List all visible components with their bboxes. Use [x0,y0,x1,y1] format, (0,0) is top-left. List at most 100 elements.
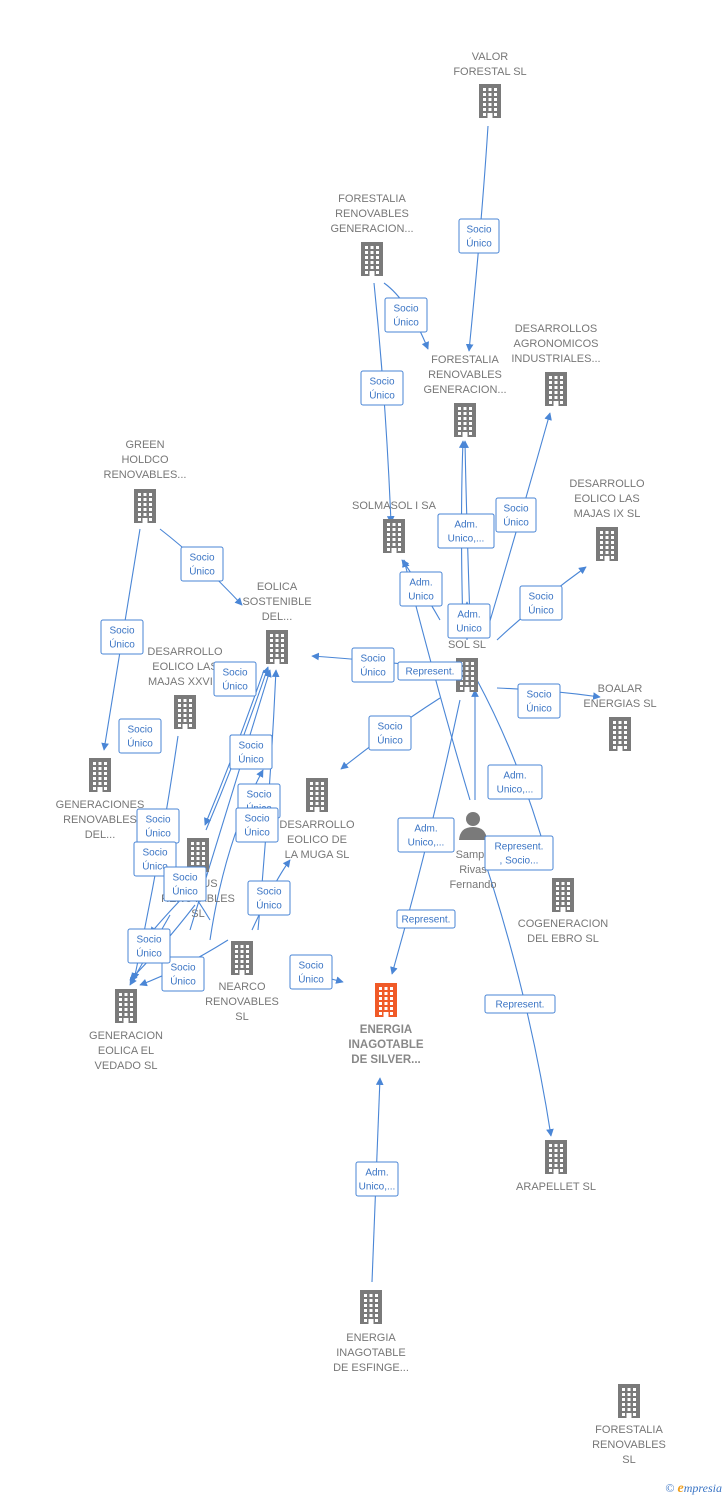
node-label: RENOVABLES [63,814,137,826]
node-label: VEDADO SL [95,1060,158,1072]
node-green[interactable]: GREENHOLDCORENOVABLES... [104,439,187,523]
edge-label-text: Socio [466,225,491,236]
edge-label-box [484,994,556,1014]
edge-label-text: Represent. [495,842,544,853]
edge-label-text: Unico [456,624,482,635]
node-label: EOLICA [257,581,298,593]
edge-label-text: Único [238,753,264,766]
building-icon [89,758,111,792]
edge-label-box [437,513,495,549]
edge-label-text: Adm. [414,824,437,835]
node-solmasol[interactable]: SOLMASOL I SA [352,500,437,553]
edge-label-text: Socio [222,668,247,679]
edge-label[interactable]: Represent. [397,661,463,681]
edge-label-text: Único [256,899,282,912]
edge-label-text: Adm. [457,610,480,621]
edge-label[interactable]: Represent. [484,994,556,1014]
edge-label-text: Socio [298,961,323,972]
node-label: DESARROLLOS [515,323,598,335]
edge-label-text: Único [142,860,168,873]
brand-initial: e [677,1481,684,1496]
edge-label-text: Socio [170,963,195,974]
node-label: Sampe [456,849,491,861]
edge-label[interactable]: Represent. [396,909,456,929]
edge-label[interactable]: Adm. Unico,... [397,817,455,853]
empresia-footer[interactable]: © empresia [665,1481,722,1497]
edge-label-text: Socio [172,873,197,884]
edge-label[interactable]: Adm.Unico,... [355,1161,399,1197]
edge-label[interactable]: Adm.Unico,... [437,513,495,549]
edge-label[interactable]: Adm. Unico [447,603,491,639]
edge-label-box [213,661,257,697]
edge-label-text: Adm. [454,520,477,531]
building-icon [545,372,567,406]
edge-label[interactable]: Adm.Unico,... [487,764,543,800]
node-agronomicos[interactable]: DESARROLLOSAGRONOMICOSINDUSTRIALES... [511,323,601,406]
node-eolicasost[interactable]: EOLICASOSTENIBLEDEL... [242,581,312,664]
building-icon [454,403,476,437]
node-generaciones[interactable]: GENERACIONESRENOVABLESDEL... [56,758,145,841]
node-label: RENOVABLES [428,369,502,381]
building-icon [360,1290,382,1324]
edge-label-box [484,835,554,871]
node-label: EOLICO DE [287,834,347,846]
node-label: GENERACION [89,1030,163,1042]
node-label: DE ESFINGE... [333,1362,409,1374]
node-forestalia2[interactable]: FORESTALIARENOVABLESGENERACION... [423,354,507,437]
edge-label-box [180,546,224,582]
node-label: ENERGIA [346,1332,396,1344]
edge-label-text: Único [244,826,270,839]
edge-label-box [384,297,428,333]
node-label: SOLMASOL I SA [352,500,437,512]
node-label: DESARROLLO [569,478,645,490]
node-label: DEL EBRO SL [527,933,599,945]
node-label: NEARCO [218,981,266,993]
edge-label-text: Único [377,734,403,747]
node-arapellet[interactable]: ARAPELLET SL [516,1140,596,1193]
edge-label-text: Socio [246,790,271,801]
edge-label-text: Unico,... [408,838,445,849]
edge-label-box [118,718,162,754]
edge-label-text: Unico [408,592,434,603]
node-forestalia1[interactable]: FORESTALIARENOVABLESGENERACION... [330,193,414,276]
building-icon [479,84,501,118]
edge-label-box [163,866,207,902]
edge-label[interactable]: Adm.Unico [399,571,443,607]
edge-label[interactable]: Represent., Socio... [484,835,554,871]
node-label: Fernando [449,879,496,891]
